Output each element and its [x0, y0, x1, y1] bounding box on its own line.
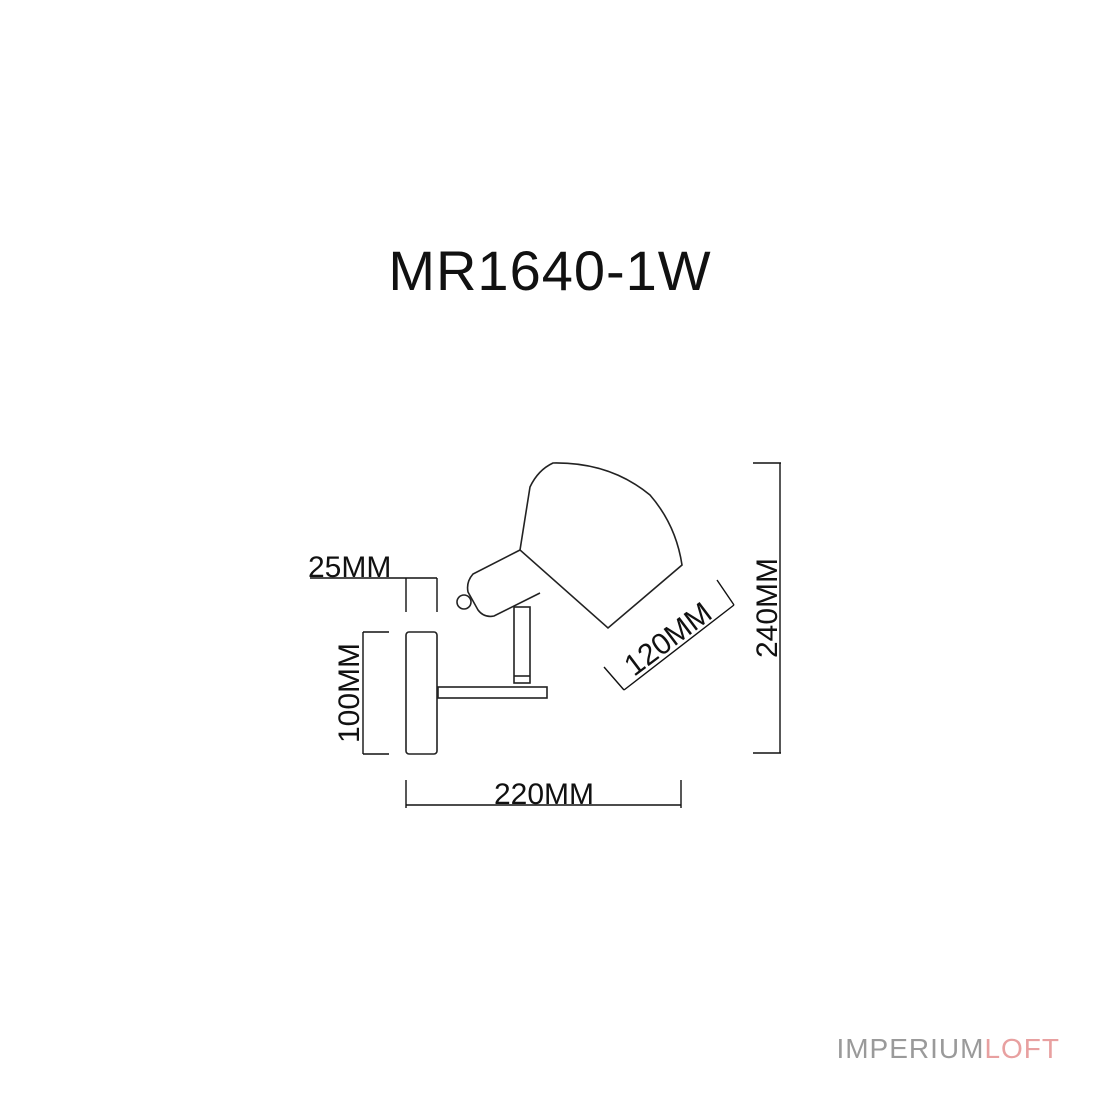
lamp-knob [456, 594, 472, 610]
lamp-shade [519, 462, 683, 630]
brand-logo: IMPERIUMLOFT [836, 1033, 1060, 1065]
dimension-lines [310, 462, 781, 808]
logo-part2: LOFT [984, 1033, 1060, 1064]
lamp-neck [466, 549, 541, 618]
lamp-stem [513, 606, 531, 684]
height-label: 240MM [751, 558, 784, 658]
model-title: MR1640-1W [388, 239, 712, 302]
depth-label: 25MM [308, 551, 391, 584]
wall-plate [405, 631, 438, 755]
base-height-label: 100MM [333, 643, 366, 743]
logo-part1: IMPERIUM [836, 1033, 985, 1064]
shade-diameter-label: 120MM [618, 596, 718, 683]
width-label: 220MM [494, 778, 594, 811]
lamp-arm [437, 686, 548, 699]
